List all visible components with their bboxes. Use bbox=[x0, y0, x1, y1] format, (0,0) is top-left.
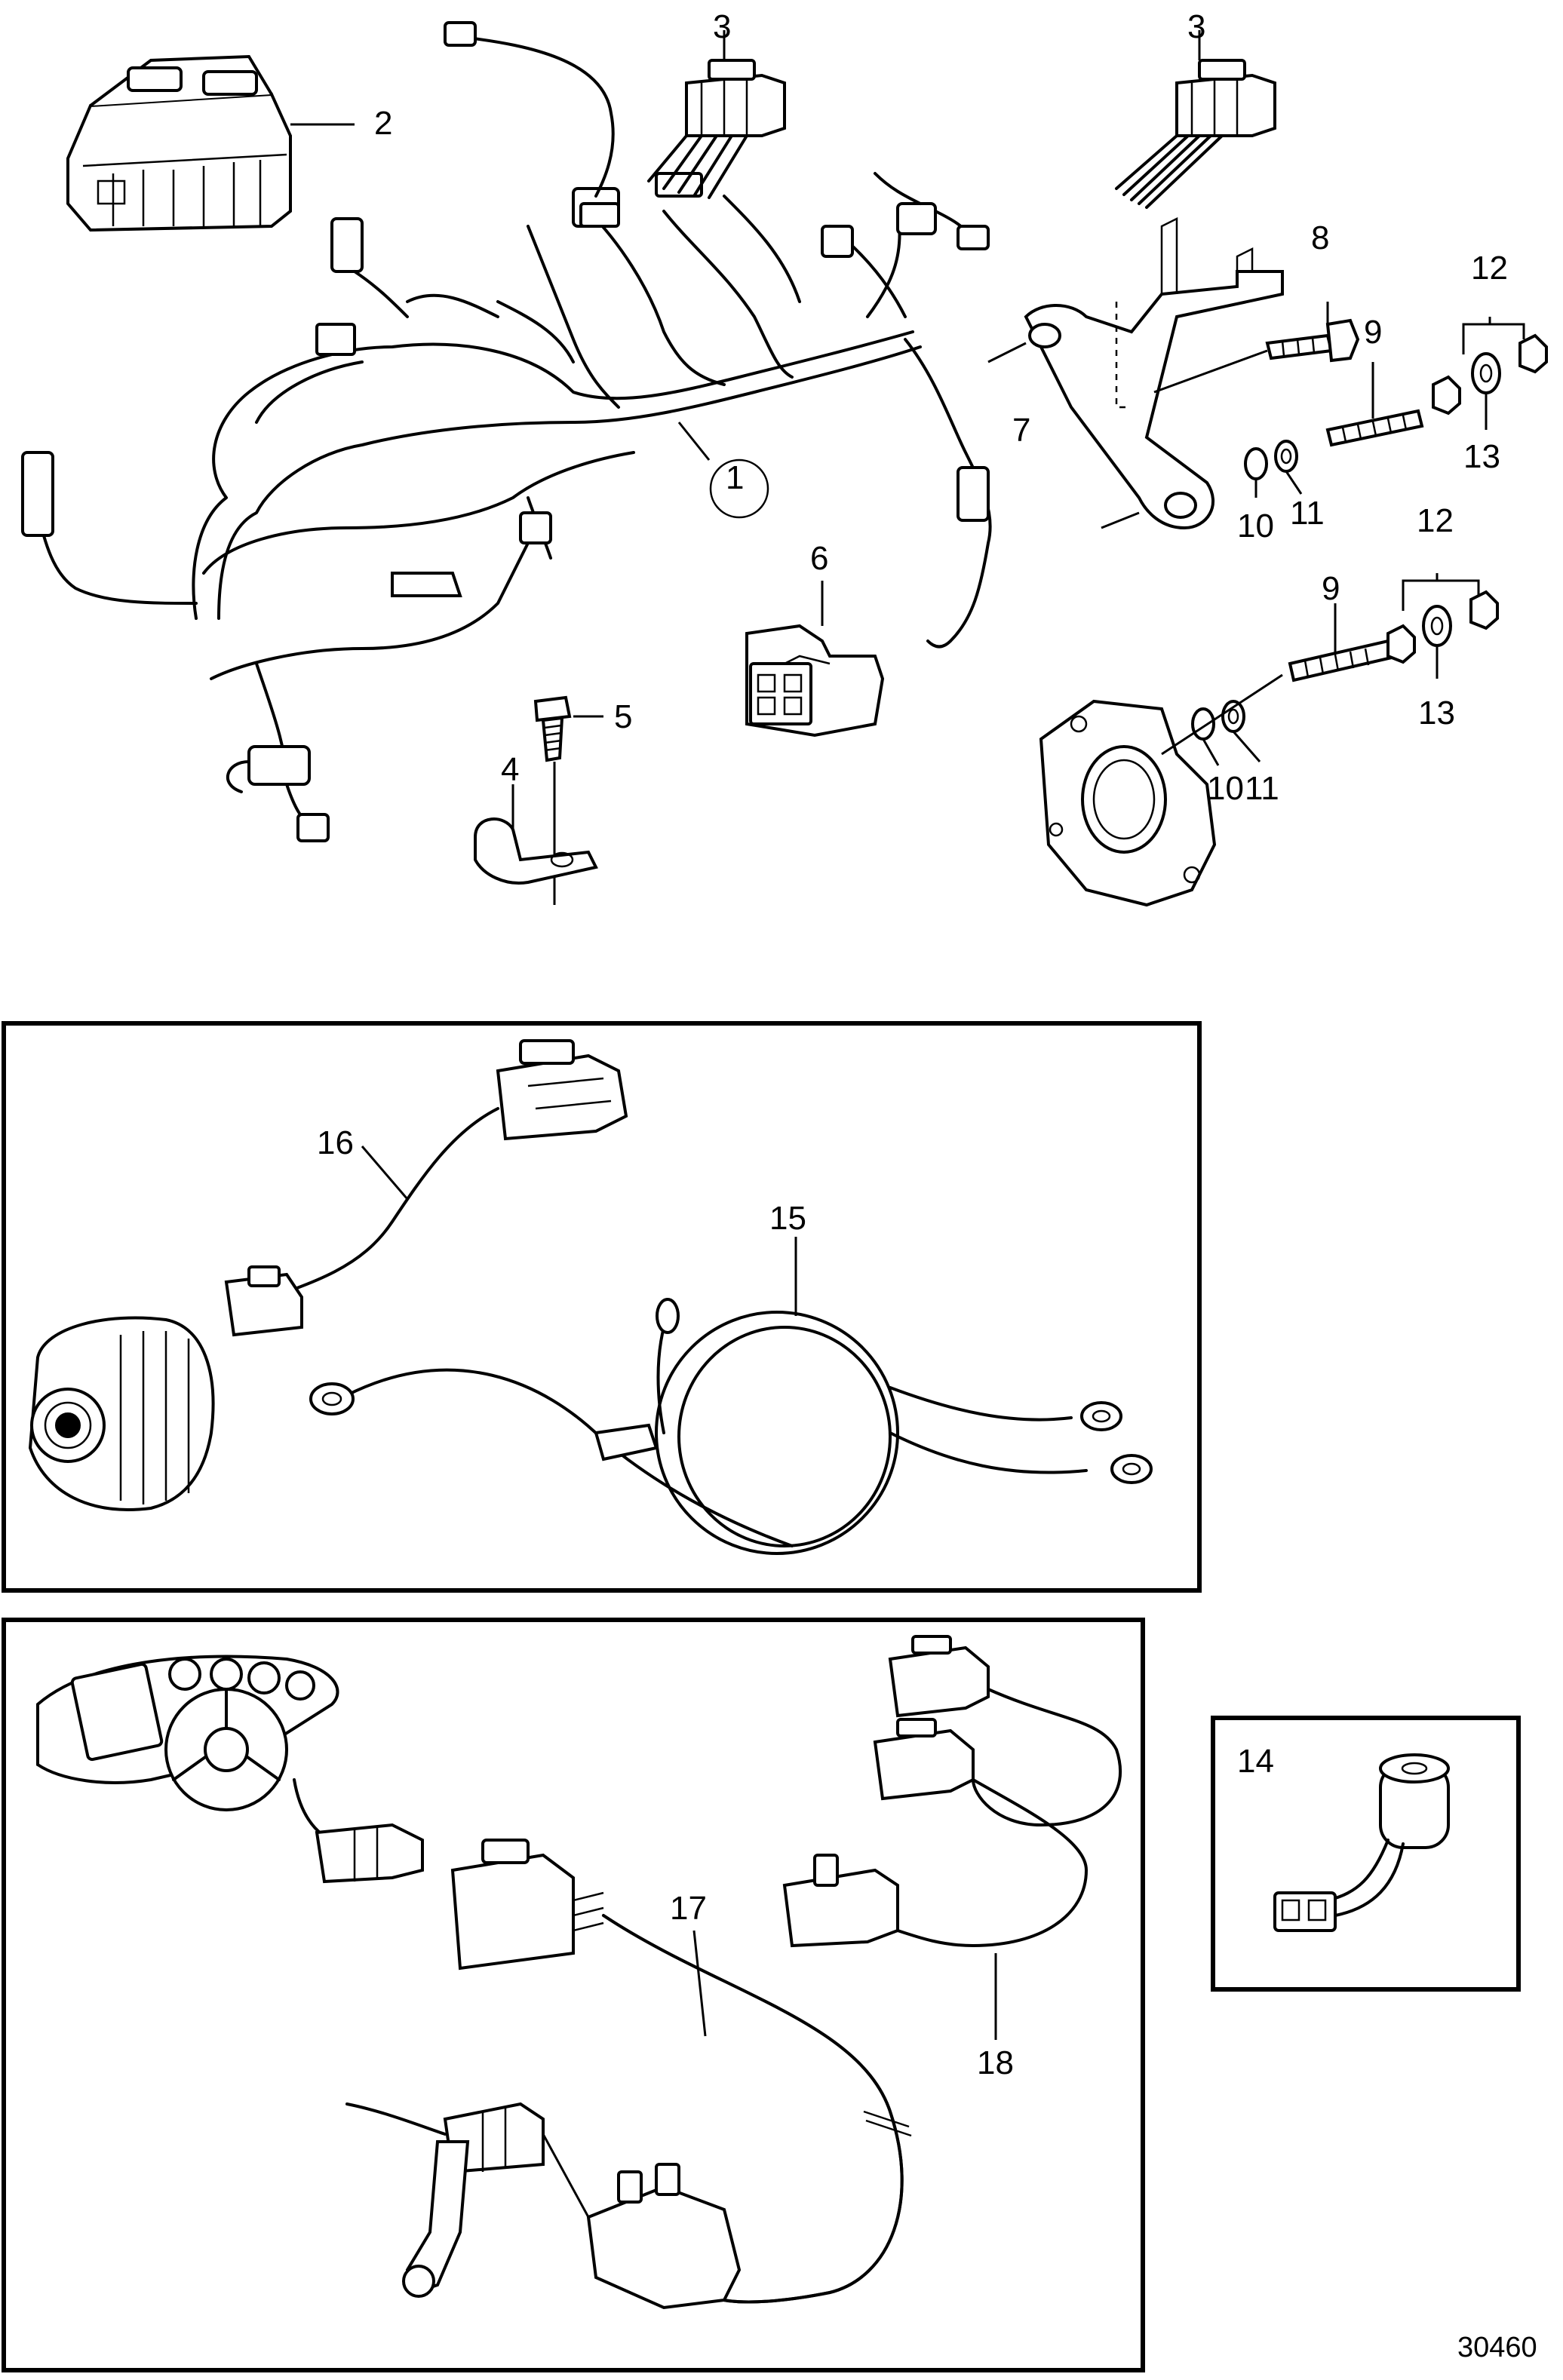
bolt-part-8 bbox=[1265, 302, 1360, 363]
label-9-lower: 9 bbox=[1322, 570, 1340, 607]
label-12-upper: 12 bbox=[1471, 250, 1508, 287]
sensor-frame bbox=[1211, 1716, 1521, 1992]
wiring-harness-part-1 bbox=[21, 21, 992, 842]
harness-part-17 bbox=[293, 1778, 912, 2310]
instrument-panel bbox=[36, 1655, 339, 1811]
label-13-lower: 13 bbox=[1418, 695, 1455, 731]
label-13-upper: 13 bbox=[1463, 438, 1500, 475]
alternator bbox=[28, 1316, 215, 1511]
connector-part-3-left bbox=[647, 59, 786, 199]
label-5: 5 bbox=[614, 698, 632, 735]
leader-1 bbox=[677, 422, 711, 461]
label-6: 6 bbox=[810, 540, 828, 577]
connector-part-3-right bbox=[1115, 59, 1276, 209]
callout-circle-1 bbox=[709, 459, 769, 519]
label-11-lower: 11 bbox=[1245, 770, 1279, 807]
washers-part-10-11-upper bbox=[1244, 440, 1303, 498]
label-15: 15 bbox=[769, 1200, 806, 1237]
cable-part-15 bbox=[309, 1237, 1153, 1555]
relay-part-6 bbox=[745, 581, 885, 738]
label-4: 4 bbox=[501, 751, 519, 788]
nuts-part-12-13-lower bbox=[1386, 573, 1499, 679]
label-17: 17 bbox=[670, 1890, 707, 1927]
label-1: 1 bbox=[726, 459, 744, 496]
harness-part-18 bbox=[782, 1635, 1122, 2040]
label-16: 16 bbox=[317, 1124, 354, 1161]
harness-part-16 bbox=[224, 1039, 628, 1337]
stud-part-9-upper bbox=[1325, 362, 1424, 447]
label-3-left: 3 bbox=[713, 8, 731, 45]
instrument-harness-frame bbox=[2, 1618, 1145, 2372]
sensor-part-14 bbox=[1273, 1753, 1450, 1932]
label-3-right: 3 bbox=[1187, 8, 1205, 45]
label-10-lower: 10 bbox=[1207, 770, 1244, 807]
bracket-part-7 bbox=[987, 216, 1284, 530]
figure-reference: 30460 bbox=[1457, 2332, 1537, 2363]
label-7: 7 bbox=[1012, 412, 1030, 449]
label-9-upper: 9 bbox=[1364, 314, 1382, 351]
label-10-upper: 10 bbox=[1237, 508, 1274, 544]
label-8: 8 bbox=[1311, 219, 1329, 256]
alternator-cable-frame bbox=[2, 1021, 1202, 1593]
label-11-upper: 11 bbox=[1290, 495, 1325, 532]
relay-box-part-2 bbox=[66, 54, 292, 232]
nuts-part-12-13-upper bbox=[1432, 317, 1548, 430]
label-12-lower: 12 bbox=[1417, 502, 1454, 539]
flywheel-housing bbox=[1039, 673, 1283, 907]
label-2: 2 bbox=[374, 105, 392, 142]
label-18: 18 bbox=[977, 2044, 1014, 2081]
screw-part-5 bbox=[533, 695, 603, 905]
clamp-part-4 bbox=[474, 784, 598, 885]
stud-part-9-lower bbox=[1288, 603, 1394, 682]
label-14: 14 bbox=[1237, 1743, 1274, 1780]
